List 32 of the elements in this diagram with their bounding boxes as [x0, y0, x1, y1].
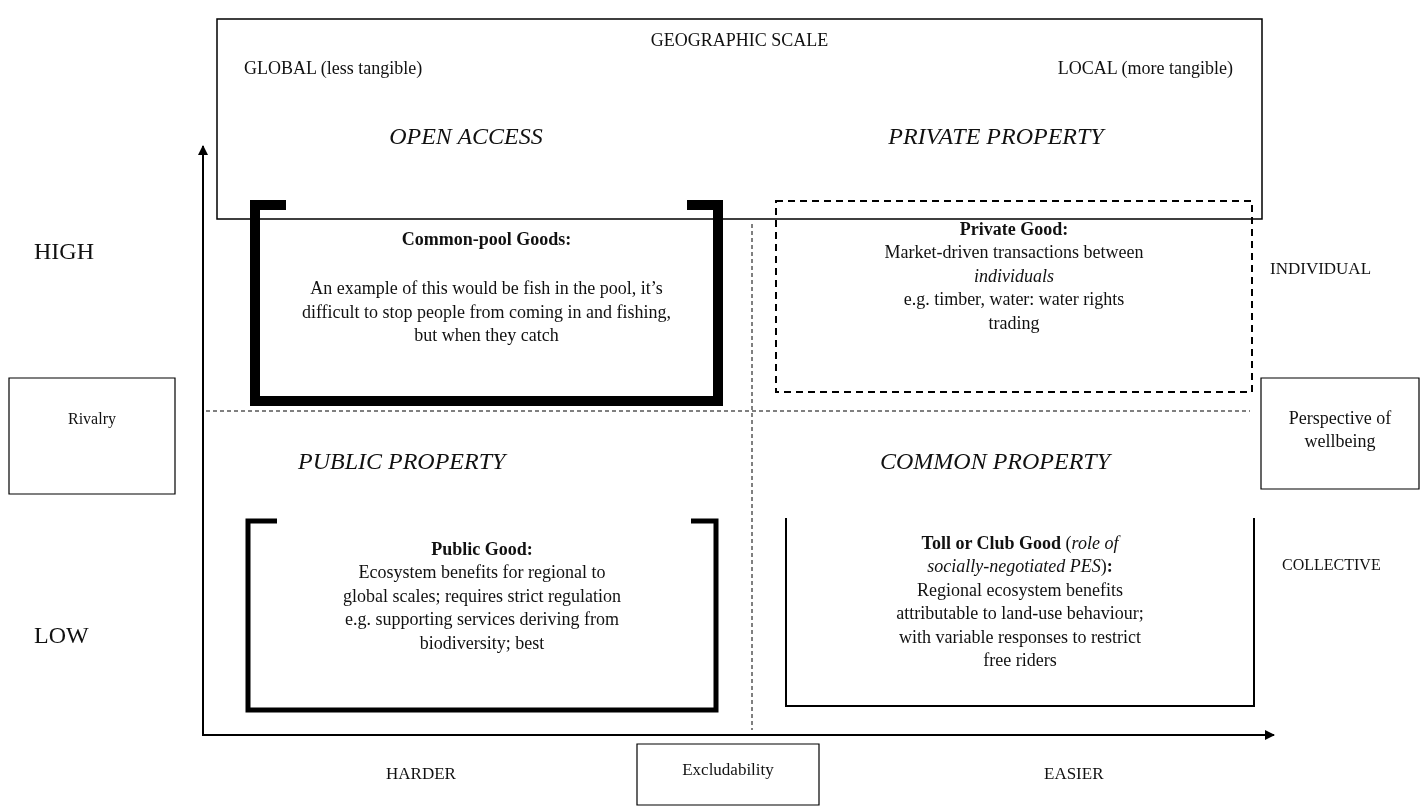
- box-heading: Common-pool Goods:: [401, 228, 572, 251]
- scale-label: LOCAL (more tangible): [1056, 58, 1233, 79]
- box-heading: Public Good:: [431, 538, 533, 561]
- axis-title-box: [1260, 377, 1420, 490]
- wellbeing-label: COLLECTIVE: [1282, 556, 1381, 574]
- axis-level-label: LOW: [34, 622, 89, 649]
- box-heading: GEOGRAPHIC SCALE: [649, 30, 830, 51]
- goods-box: [245, 518, 719, 713]
- description-text: An example of this would be fish in the pool, it’s difficult to stop people from coming in and fishing, but when they catch: [300, 277, 673, 348]
- axis-title: Rivalry: [68, 409, 116, 430]
- axis-title-box: [8, 377, 176, 495]
- quadrant-title: PUBLIC PROPERTY: [298, 448, 506, 475]
- description-text: e.g. timber, water: water rights trading: [902, 288, 1126, 335]
- goods-box: [785, 518, 1255, 707]
- quadrant-title: OPEN ACCESS: [388, 123, 544, 150]
- description-text: e.g. supporting services deriving from biodiversity; best: [344, 608, 620, 655]
- axis-level-label: HIGH: [34, 238, 94, 265]
- goods-box: [250, 200, 723, 406]
- axis-title: Excludability: [682, 759, 774, 781]
- goods-box: [775, 200, 1253, 393]
- wellbeing-label: INDIVIDUAL: [1270, 259, 1372, 279]
- description-text: Regional ecosystem benefits attributable to land-use behaviour; with variable responses to restrict free riders: [895, 578, 1145, 672]
- axis-title: Perspective of wellbeing: [1288, 407, 1392, 454]
- box-heading: Toll or Club Good (role of socially-negotiated PES):: [920, 532, 1122, 579]
- axis-level-label: EASIER: [1044, 764, 1104, 784]
- axis-level-label: HARDER: [386, 764, 456, 784]
- geographic-scale-box: [216, 18, 1263, 220]
- quadrant-title: PRIVATE PROPERTY: [887, 123, 1107, 150]
- axis-title-box: [636, 743, 820, 806]
- quadrant-title: COMMON PROPERTY: [880, 448, 1110, 475]
- box-heading: Private Good:: [959, 218, 1069, 241]
- scale-label: GLOBAL (less tangible): [244, 58, 423, 79]
